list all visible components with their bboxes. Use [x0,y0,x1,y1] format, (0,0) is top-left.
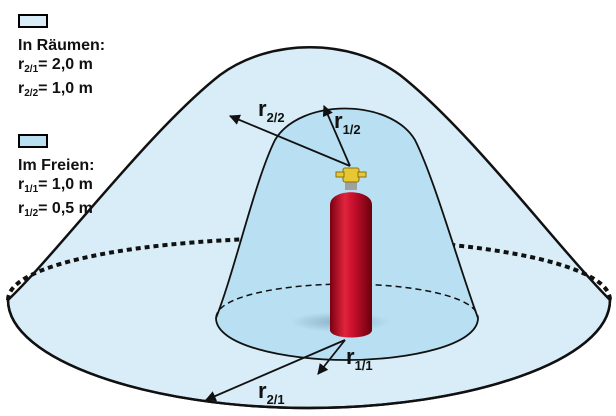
label-r11: r1/1 [346,344,373,373]
r12-arrow [322,105,351,167]
outdoor-title: Im Freien: [18,157,95,174]
label-r12: r1/2 [334,108,361,137]
label-r21: r2/1 [258,378,285,407]
indoor-row-2: r2/2= 1,0 m [18,80,93,99]
r11-arrow [317,339,346,375]
outdoor-row-1: r1/1= 1,0 m [18,176,93,195]
indoor-swatch [18,14,48,28]
indoor-title: In Räumen: [18,37,106,54]
gas-cylinder [330,167,372,338]
valve-icon [335,167,367,183]
legend-indoor: In Räumen: r2/1= 2,0 m r2/2= 1,0 m [18,14,105,103]
r21-arrow [205,339,346,402]
outdoor-swatch [18,134,48,148]
outer-base-front [6,299,612,410]
indoor-row-1: r2/1= 2,0 m [18,56,93,75]
legend-outdoor: Im Freien: r1/1= 1,0 m r1/2= 0,5 m [18,134,94,223]
label-r22: r2/2 [258,96,285,125]
r22-arrow [229,114,351,167]
outdoor-row-2: r1/2= 0,5 m [18,200,93,219]
